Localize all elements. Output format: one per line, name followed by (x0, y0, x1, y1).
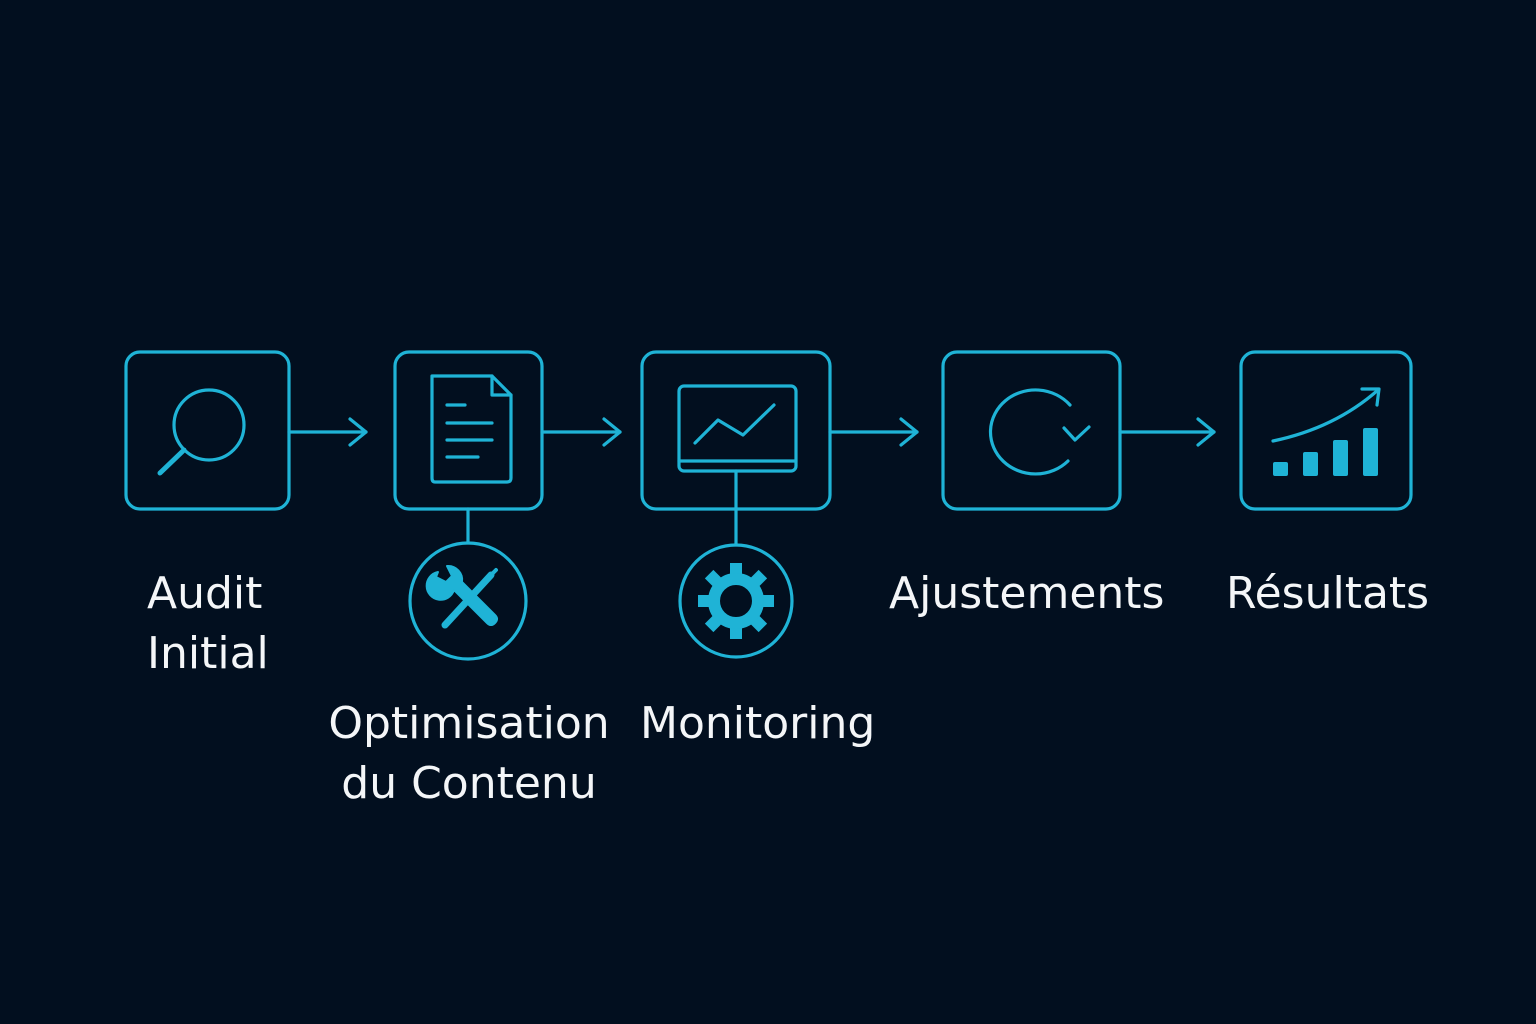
step-monitoring (640, 350, 832, 659)
document-icon (430, 374, 513, 484)
step-resultats-box (1239, 350, 1413, 511)
label-optimisation-line-1: Optimisation (328, 698, 610, 749)
label-optimisation: Optimisation du Contenu (322, 694, 616, 814)
step-resultats (1239, 350, 1413, 511)
label-resultats-line-1: Résultats (1226, 568, 1430, 619)
label-audit-line-1: Audit (147, 568, 263, 619)
wrench-screwdriver-icon (408, 541, 528, 661)
arrow-monitoring-to-ajustements (828, 417, 919, 447)
arrow-audit-to-optimisation (287, 417, 368, 447)
refresh-cycle-icon (988, 388, 1091, 476)
magnifier-icon (157, 388, 246, 476)
label-resultats: Résultats (1226, 564, 1429, 624)
gear-icon (678, 543, 794, 659)
label-audit-line-2: Initial (147, 628, 269, 679)
growth-bar-chart-icon (1271, 387, 1381, 476)
label-monitoring: Monitoring (640, 694, 875, 754)
label-monitoring-line-1: Monitoring (640, 698, 876, 749)
arrow-ajustements-to-resultats (1118, 417, 1216, 447)
label-optimisation-line-2: du Contenu (341, 758, 597, 809)
step-ajustements (941, 350, 1122, 511)
label-ajustements-line-1: Ajustements (889, 568, 1165, 619)
step-audit-box (124, 350, 291, 511)
line-chart-monitor-icon (677, 384, 798, 473)
arrow-optimisation-to-monitoring (540, 417, 622, 447)
label-ajustements: Ajustements (889, 564, 1164, 624)
step-optimisation (393, 350, 544, 661)
step-ajustements-box (941, 350, 1122, 511)
label-audit-initial: Audit Initial (147, 564, 269, 684)
step-audit (124, 350, 291, 511)
